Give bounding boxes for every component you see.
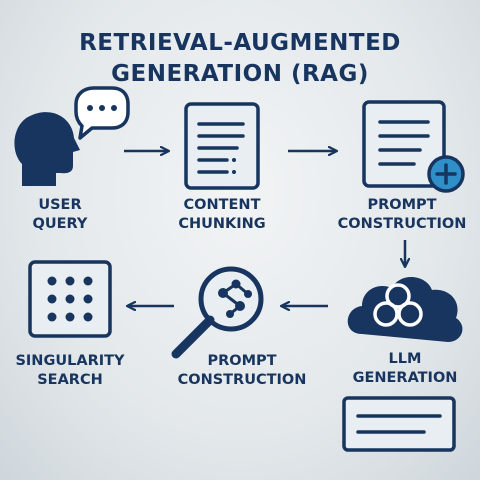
title-line-2: GENERATION (RAG) bbox=[111, 61, 369, 87]
document-plus-icon bbox=[362, 100, 465, 193]
output-card bbox=[342, 396, 456, 452]
label-singularity-search: SINGULARITY SEARCH bbox=[15, 353, 125, 388]
cloud-network-icon bbox=[347, 276, 463, 342]
person-speech-bubble-icon bbox=[14, 86, 130, 186]
title-line-1: RETRIEVAL-AUGMENTED bbox=[79, 30, 401, 56]
diagram-title: RETRIEVAL-AUGMENTED GENERATION (RAG) bbox=[0, 28, 480, 90]
label-prompt-construction-top: PROMPT CONSTRUCTION bbox=[337, 197, 467, 232]
label-llm-generation: LLM GENERATION bbox=[352, 351, 458, 386]
label-user-query: USER QUERY bbox=[32, 197, 88, 232]
label-content-chunking: CONTENT CHUNKING bbox=[178, 197, 266, 232]
document-icon bbox=[184, 102, 260, 190]
magnifier-graph-icon bbox=[171, 266, 264, 359]
dot-grid-icon bbox=[28, 260, 112, 338]
label-prompt-construction-bottom: PROMPT CONSTRUCTION bbox=[177, 353, 307, 388]
